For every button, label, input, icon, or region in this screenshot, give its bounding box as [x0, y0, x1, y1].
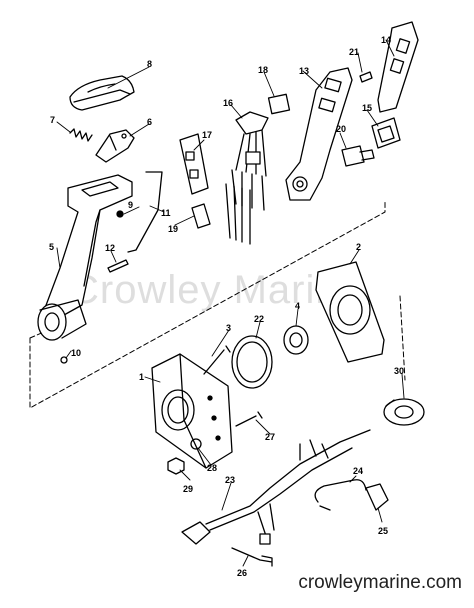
gasket-part	[371, 117, 401, 149]
callout-24: 24	[353, 466, 363, 476]
watermark: Crowley Marine	[70, 268, 362, 312]
plug-part	[267, 93, 291, 115]
callout-2: 2	[356, 242, 361, 252]
knob-part	[341, 145, 375, 167]
callout-7: 7	[50, 115, 55, 125]
callout-10: 10	[71, 348, 81, 358]
callout-12: 12	[105, 243, 115, 253]
callout-15: 15	[362, 103, 372, 113]
snap-ring-part	[231, 335, 273, 389]
lanyard-switch-part	[314, 479, 389, 511]
callout-28: 28	[207, 463, 217, 473]
control-housing-part	[151, 353, 233, 469]
callout-21: 21	[349, 47, 359, 57]
retainer-part	[283, 325, 309, 355]
callout-14: 14	[381, 35, 391, 45]
plate-part	[377, 21, 419, 113]
lever-rod-part	[127, 171, 163, 253]
callout-4: 4	[295, 301, 300, 311]
bolt-3-part	[203, 345, 231, 375]
callout-18: 18	[258, 65, 268, 75]
website-footer: crowleymarine.com	[298, 572, 462, 593]
callout-11: 11	[161, 208, 171, 218]
leader-lines	[56, 39, 405, 567]
mounting-plate-part	[315, 261, 385, 363]
pin-part	[107, 259, 129, 273]
harness-part	[225, 111, 269, 245]
trigger-part	[95, 129, 135, 163]
callout-1: 1	[139, 372, 144, 382]
callout-26: 26	[237, 568, 247, 578]
callout-13: 13	[299, 66, 309, 76]
screw-10-part	[60, 356, 68, 364]
callout-labels: 1 2 3 4 5 6 7 8 9 10 11 12 13 14 15 16 1…	[49, 35, 404, 578]
callout-6: 6	[147, 117, 152, 127]
callout-5: 5	[49, 242, 54, 252]
switch-part	[179, 133, 209, 195]
bolt-27-part	[235, 411, 263, 427]
assembly-dashed-outline-right	[399, 295, 406, 381]
callout-30: 30	[394, 366, 404, 376]
callout-17: 17	[202, 130, 212, 140]
wiring-harness-part	[181, 429, 371, 545]
cover-part	[191, 203, 211, 229]
handle-cap-part	[69, 75, 135, 111]
screw-9-part	[116, 210, 124, 218]
screw-21-part	[359, 71, 373, 83]
callout-16: 16	[223, 98, 233, 108]
callout-22: 22	[254, 314, 264, 324]
lever-housing-part	[285, 67, 353, 201]
callout-8: 8	[147, 59, 152, 69]
callout-23: 23	[225, 475, 235, 485]
callout-20: 20	[336, 124, 346, 134]
callout-19: 19	[168, 224, 178, 234]
spring-part	[69, 128, 93, 142]
callout-9: 9	[128, 200, 133, 210]
collar-part	[383, 398, 425, 426]
callout-29: 29	[183, 484, 193, 494]
washer-part	[190, 438, 202, 450]
tie-strap-part	[231, 547, 273, 567]
callout-27: 27	[265, 432, 275, 442]
control-handle-part	[37, 174, 133, 341]
callout-3: 3	[226, 323, 231, 333]
callout-25: 25	[378, 526, 388, 536]
